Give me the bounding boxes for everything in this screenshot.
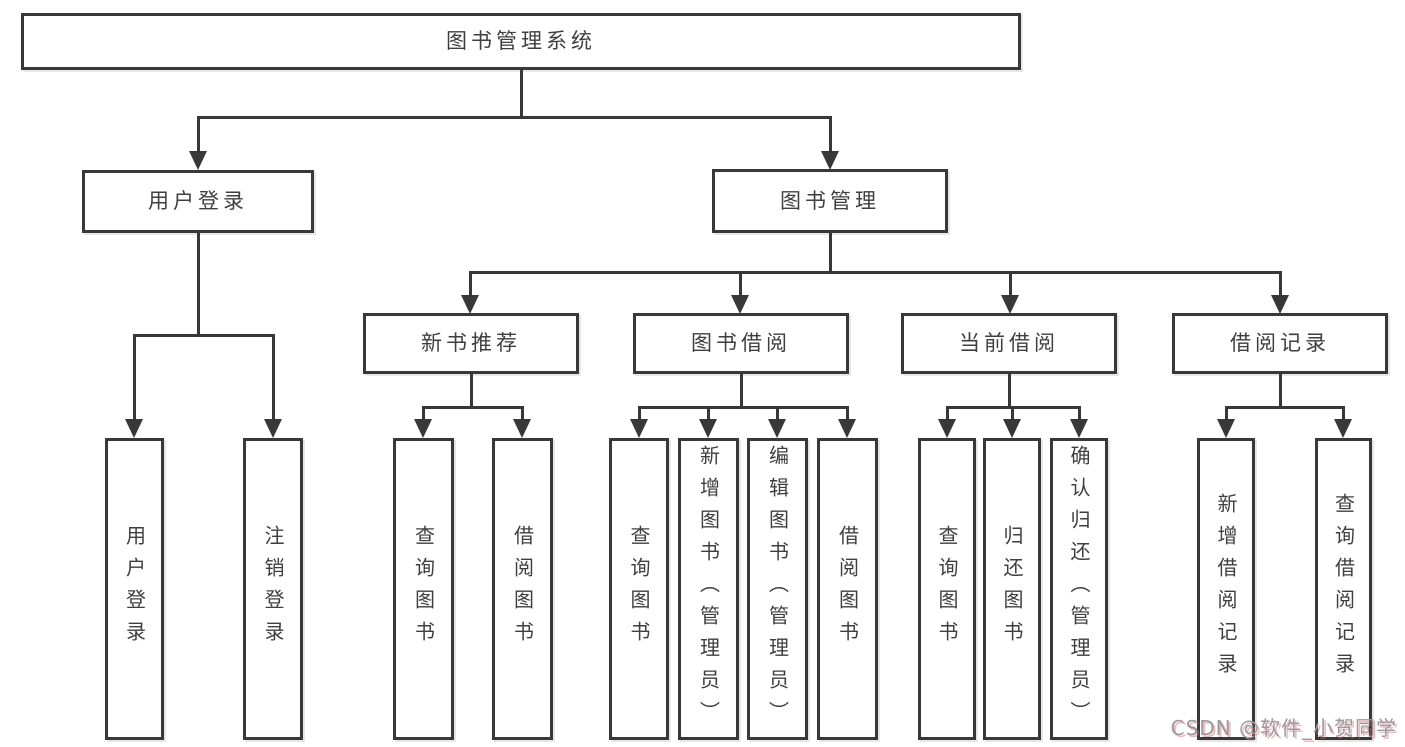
arrowhead-down-icon xyxy=(1334,419,1352,438)
node-leaf-borrow-query-label: 查询图书 xyxy=(627,525,651,653)
node-leaf-return-book-label: 归还图书 xyxy=(1000,525,1024,653)
connector-line-vertical xyxy=(132,335,136,421)
arrowhead-down-icon xyxy=(461,295,479,314)
node-leaf-newbook-borrow: 借阅图书 xyxy=(492,438,553,740)
node-leaf-borrow-book: 借阅图书 xyxy=(817,438,878,740)
node-user-login-label: 用户登录 xyxy=(148,189,248,213)
connector-line-vertical xyxy=(945,407,949,421)
arrowhead-down-icon xyxy=(414,419,432,438)
connector-line-horizontal xyxy=(196,115,832,119)
node-current-borrowing-label: 当前借阅 xyxy=(959,331,1059,355)
arrowhead-down-icon xyxy=(699,419,717,438)
node-leaf-borrow-add-book: 新增图书（管理员） xyxy=(678,438,739,740)
node-leaf-return-book: 归还图书 xyxy=(983,438,1041,740)
arrowhead-down-icon xyxy=(125,419,143,438)
connector-line-horizontal xyxy=(945,405,1081,409)
connector-line-vertical xyxy=(469,374,473,409)
connector-line-vertical xyxy=(738,272,742,296)
connector-line-vertical xyxy=(828,233,832,274)
arrowhead-down-icon xyxy=(838,419,856,438)
node-leaf-current-query-label: 查询图书 xyxy=(935,525,959,653)
connector-line-vertical xyxy=(519,69,523,119)
node-leaf-confirm-return-label: 确认归还（管理员） xyxy=(1067,445,1091,733)
connector-line-vertical xyxy=(421,407,425,421)
connector-line-vertical xyxy=(468,272,472,296)
arrowhead-down-icon xyxy=(513,419,531,438)
connector-line-vertical xyxy=(1077,407,1081,421)
connector-line-horizontal xyxy=(637,405,849,409)
node-leaf-add-record-label: 新增借阅记录 xyxy=(1214,493,1238,685)
connector-line-vertical xyxy=(845,407,849,421)
arrowhead-down-icon xyxy=(264,419,282,438)
connector-line-vertical xyxy=(1224,407,1228,421)
node-borrowing-records: 借阅记录 xyxy=(1172,313,1388,374)
arrowhead-down-icon xyxy=(1003,419,1021,438)
node-leaf-user-login-label: 用户登录 xyxy=(122,525,147,653)
connector-line-vertical xyxy=(520,407,524,421)
node-book-management: 图书管理 xyxy=(712,169,948,233)
node-leaf-borrow-query: 查询图书 xyxy=(609,438,669,740)
csdn-watermark: CSDN @软件_小贺同学 xyxy=(1170,716,1397,740)
node-leaf-borrow-add-book-label: 新增图书（管理员） xyxy=(696,445,721,733)
connector-line-vertical xyxy=(637,407,641,421)
node-leaf-newbook-borrow-label: 借阅图书 xyxy=(510,525,535,653)
arrowhead-down-icon xyxy=(731,295,749,314)
node-book-borrowing: 图书借阅 xyxy=(633,313,849,374)
node-leaf-current-query: 查询图书 xyxy=(918,438,976,740)
connector-line-vertical xyxy=(196,117,200,153)
connector-line-vertical xyxy=(271,335,275,421)
connector-line-vertical xyxy=(1010,407,1014,421)
connector-line-horizontal xyxy=(468,270,1282,274)
node-user-login: 用户登录 xyxy=(82,170,314,233)
node-leaf-confirm-return: 确认归还（管理员） xyxy=(1050,438,1108,740)
node-leaf-add-record: 新增借阅记录 xyxy=(1197,438,1255,740)
arrowhead-down-icon xyxy=(1001,295,1019,314)
connector-line-vertical xyxy=(196,233,200,337)
connector-line-horizontal xyxy=(421,405,524,409)
connector-line-vertical xyxy=(828,117,832,153)
connector-line-vertical xyxy=(775,407,779,421)
node-leaf-user-login: 用户登录 xyxy=(105,438,164,740)
node-book-management-label: 图书管理 xyxy=(780,188,880,213)
arrowhead-down-icon xyxy=(189,151,207,170)
node-leaf-borrow-edit-book: 编辑图书（管理员） xyxy=(747,438,808,740)
node-new-book-recommend-label: 新书推荐 xyxy=(421,331,521,355)
connector-line-horizontal xyxy=(1224,405,1345,409)
node-leaf-logout: 注销登录 xyxy=(243,438,303,740)
node-library-system: 图书管理系统 xyxy=(21,13,1021,70)
node-leaf-newbook-query: 查询图书 xyxy=(393,438,454,740)
arrowhead-down-icon xyxy=(630,419,648,438)
arrowhead-down-icon xyxy=(768,419,786,438)
arrowhead-down-icon xyxy=(1271,295,1289,314)
connector-line-vertical xyxy=(1008,272,1012,296)
node-leaf-borrow-edit-book-label: 编辑图书（管理员） xyxy=(765,445,790,733)
node-book-borrowing-label: 图书借阅 xyxy=(691,331,791,355)
node-current-borrowing: 当前借阅 xyxy=(901,313,1117,374)
connector-line-vertical xyxy=(1007,374,1011,409)
connector-line-vertical xyxy=(1278,272,1282,296)
node-new-book-recommend: 新书推荐 xyxy=(363,313,579,374)
node-leaf-query-record: 查询借阅记录 xyxy=(1315,438,1372,740)
connector-line-vertical xyxy=(1341,407,1345,421)
arrowhead-down-icon xyxy=(1070,419,1088,438)
arrowhead-down-icon xyxy=(938,419,956,438)
node-borrowing-records-label: 借阅记录 xyxy=(1230,331,1330,355)
node-leaf-query-record-label: 查询借阅记录 xyxy=(1331,493,1356,685)
arrowhead-down-icon xyxy=(1217,419,1235,438)
node-library-system-label: 图书管理系统 xyxy=(446,29,596,53)
arrowhead-down-icon xyxy=(821,151,839,170)
connector-line-vertical xyxy=(1278,374,1282,409)
node-leaf-borrow-book-label: 借阅图书 xyxy=(835,525,860,653)
connector-line-vertical xyxy=(739,374,743,409)
node-leaf-newbook-query-label: 查询图书 xyxy=(411,525,436,653)
node-leaf-logout-label: 注销登录 xyxy=(261,525,285,653)
connector-line-horizontal xyxy=(132,333,275,337)
connector-line-vertical xyxy=(706,407,710,421)
